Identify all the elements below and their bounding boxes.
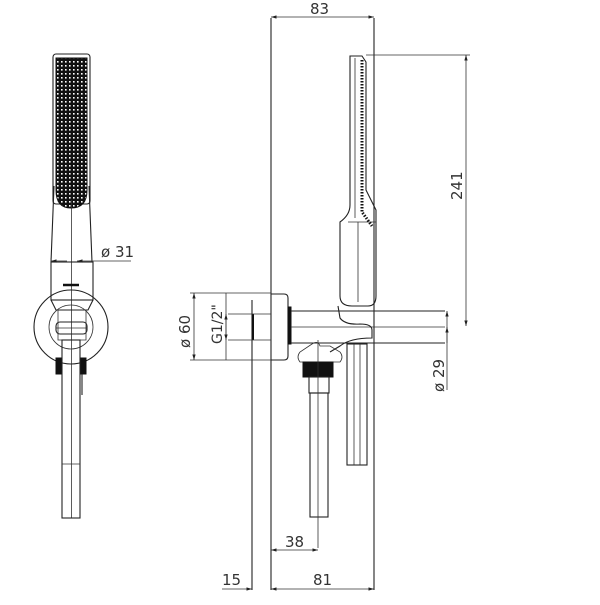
front-view: ø 31	[33, 53, 134, 519]
side-view: 83 241 ø 60 G1/2" ø 29	[176, 0, 470, 591]
dim-wall-offset: 15	[222, 571, 241, 589]
dim-diameter-outlet: ø 29	[430, 359, 448, 392]
dim-projection: 81	[313, 571, 332, 589]
dim-width-top: 83	[310, 0, 329, 18]
dim-thread: G1/2"	[210, 304, 226, 344]
dim-diameter-flange: ø 60	[176, 315, 194, 348]
dim-offset-hose: 38	[285, 533, 304, 551]
dim-diameter-handle: ø 31	[101, 243, 134, 261]
dim-height: 241	[448, 171, 466, 200]
